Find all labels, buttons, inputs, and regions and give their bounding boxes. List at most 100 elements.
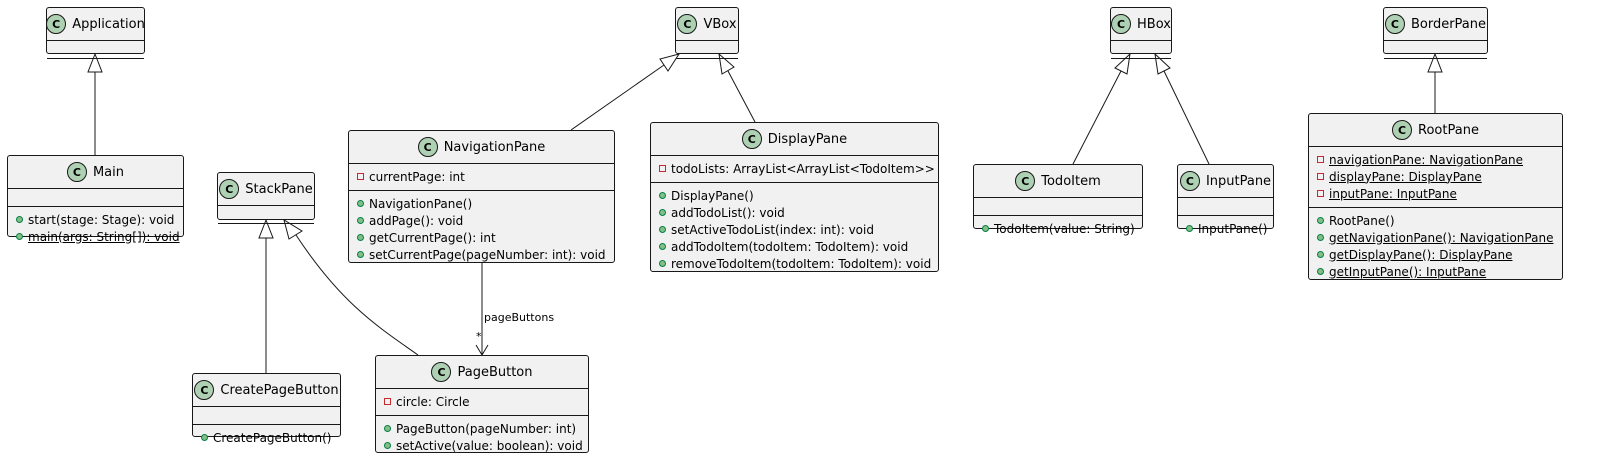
class-icon: C — [431, 362, 452, 382]
edge-pagebutton-stackpane — [295, 234, 419, 356]
class-member: setActiveTodoList(index: int): void — [651, 221, 938, 238]
class-member: todoLists: ArrayList<ArrayList<TodoItem>… — [651, 160, 938, 177]
member-text: InputPane() — [1198, 221, 1268, 236]
class-icon: C — [741, 129, 762, 149]
class-member: DisplayPane() — [651, 187, 938, 204]
class-icon: C — [1015, 171, 1036, 191]
class-fields — [1111, 40, 1171, 58]
class-methods: PageButton(pageNumber: int)setActive(val… — [376, 415, 588, 459]
class-name: PageButton — [457, 364, 533, 380]
class-member: addPage(): void — [349, 212, 614, 229]
public-visibility-icon — [658, 192, 667, 199]
edge-displaypane-vbox — [727, 70, 756, 123]
member-text: getInputPane(): InputPane — [1329, 264, 1487, 279]
class-name: DisplayPane — [767, 131, 848, 147]
class-fields — [676, 40, 738, 58]
class-member: getInputPane(): InputPane — [1309, 263, 1562, 280]
class-member: addTodoItem(todoItem: TodoItem): void — [651, 238, 938, 255]
class-methods — [1111, 58, 1171, 76]
public-visibility-icon — [1316, 268, 1325, 275]
member-text: currentPage: int — [369, 169, 465, 184]
class-fields: currentPage: int — [349, 163, 614, 190]
member-text: displayPane: DisplayPane — [1329, 169, 1482, 184]
public-visibility-icon — [1316, 251, 1325, 258]
class-member: removeTodoItem(todoItem: TodoItem): void — [651, 255, 938, 272]
class-methods — [676, 58, 738, 76]
public-visibility-icon — [383, 425, 392, 432]
member-text: NavigationPane() — [369, 196, 473, 211]
class-member: getNavigationPane(): NavigationPane — [1309, 229, 1562, 246]
class-todoitem[interactable]: C TodoItem TodoItem(value: String) — [973, 164, 1143, 236]
class-methods: RootPane()getNavigationPane(): Navigatio… — [1309, 207, 1562, 285]
public-visibility-icon — [658, 260, 667, 267]
private-visibility-icon — [1316, 190, 1325, 197]
class-member: addTodoList(): void — [651, 204, 938, 221]
class-fields: circle: Circle — [376, 388, 588, 415]
inheritance-arrowhead — [1154, 52, 1171, 75]
class-member: setActive(value: boolean): void — [376, 437, 588, 454]
class-methods: TodoItem(value: String) — [974, 215, 1142, 242]
edge-todoitem-hbox — [1072, 70, 1122, 165]
class-name: CreatePageButton — [220, 382, 339, 398]
class-member: setCurrentPage(pageNumber: int): void — [349, 246, 614, 263]
public-visibility-icon — [356, 217, 365, 224]
class-icon: C — [1384, 14, 1405, 34]
private-visibility-icon — [356, 173, 365, 180]
class-fields — [193, 406, 340, 424]
class-member: RootPane() — [1309, 212, 1562, 229]
class-icon: C — [219, 179, 240, 199]
inheritance-arrowhead — [283, 218, 303, 240]
member-text: getDisplayPane(): DisplayPane — [1329, 247, 1513, 262]
public-visibility-icon — [658, 243, 667, 250]
public-visibility-icon — [15, 233, 24, 240]
public-visibility-icon — [383, 442, 392, 449]
class-member: CreatePageButton() — [193, 429, 340, 446]
class-member: inputPane: InputPane — [1309, 185, 1562, 202]
public-visibility-icon — [200, 434, 209, 441]
member-text: todoLists: ArrayList<ArrayList<TodoItem>… — [671, 161, 935, 176]
class-fields: todoLists: ArrayList<ArrayList<TodoItem>… — [651, 155, 938, 182]
class-fields — [218, 205, 314, 223]
member-text: PageButton(pageNumber: int) — [396, 421, 577, 436]
class-displaypane[interactable]: C DisplayPane todoLists: ArrayList<ArrayL… — [650, 122, 939, 272]
private-visibility-icon — [658, 165, 667, 172]
public-visibility-icon — [1185, 225, 1194, 232]
member-text: setActiveTodoList(index: int): void — [671, 222, 874, 237]
public-visibility-icon — [15, 216, 24, 223]
class-pagebutton[interactable]: C PageButton circle: Circle PageButton(pa… — [375, 355, 589, 453]
class-name: VBox — [703, 16, 737, 32]
public-visibility-icon — [981, 225, 990, 232]
member-text: addTodoItem(todoItem: TodoItem): void — [671, 239, 909, 254]
class-name: Main — [92, 164, 125, 180]
public-visibility-icon — [1316, 217, 1325, 224]
public-visibility-icon — [356, 251, 365, 258]
class-name: TodoItem — [1041, 173, 1101, 189]
member-text: inputPane: InputPane — [1329, 186, 1457, 201]
class-methods: CreatePageButton() — [193, 424, 340, 451]
member-text: CreatePageButton() — [213, 430, 332, 445]
class-methods — [47, 58, 144, 76]
class-member: displayPane: DisplayPane — [1309, 168, 1562, 185]
inheritance-arrowhead — [718, 52, 735, 75]
class-icon: C — [66, 162, 87, 182]
public-visibility-icon — [658, 209, 667, 216]
public-visibility-icon — [356, 200, 365, 207]
class-member: TodoItem(value: String) — [974, 220, 1142, 237]
class-name: RootPane — [1418, 122, 1479, 138]
member-text: circle: Circle — [396, 394, 470, 409]
class-name: NavigationPane — [443, 139, 546, 155]
public-visibility-icon — [356, 234, 365, 241]
